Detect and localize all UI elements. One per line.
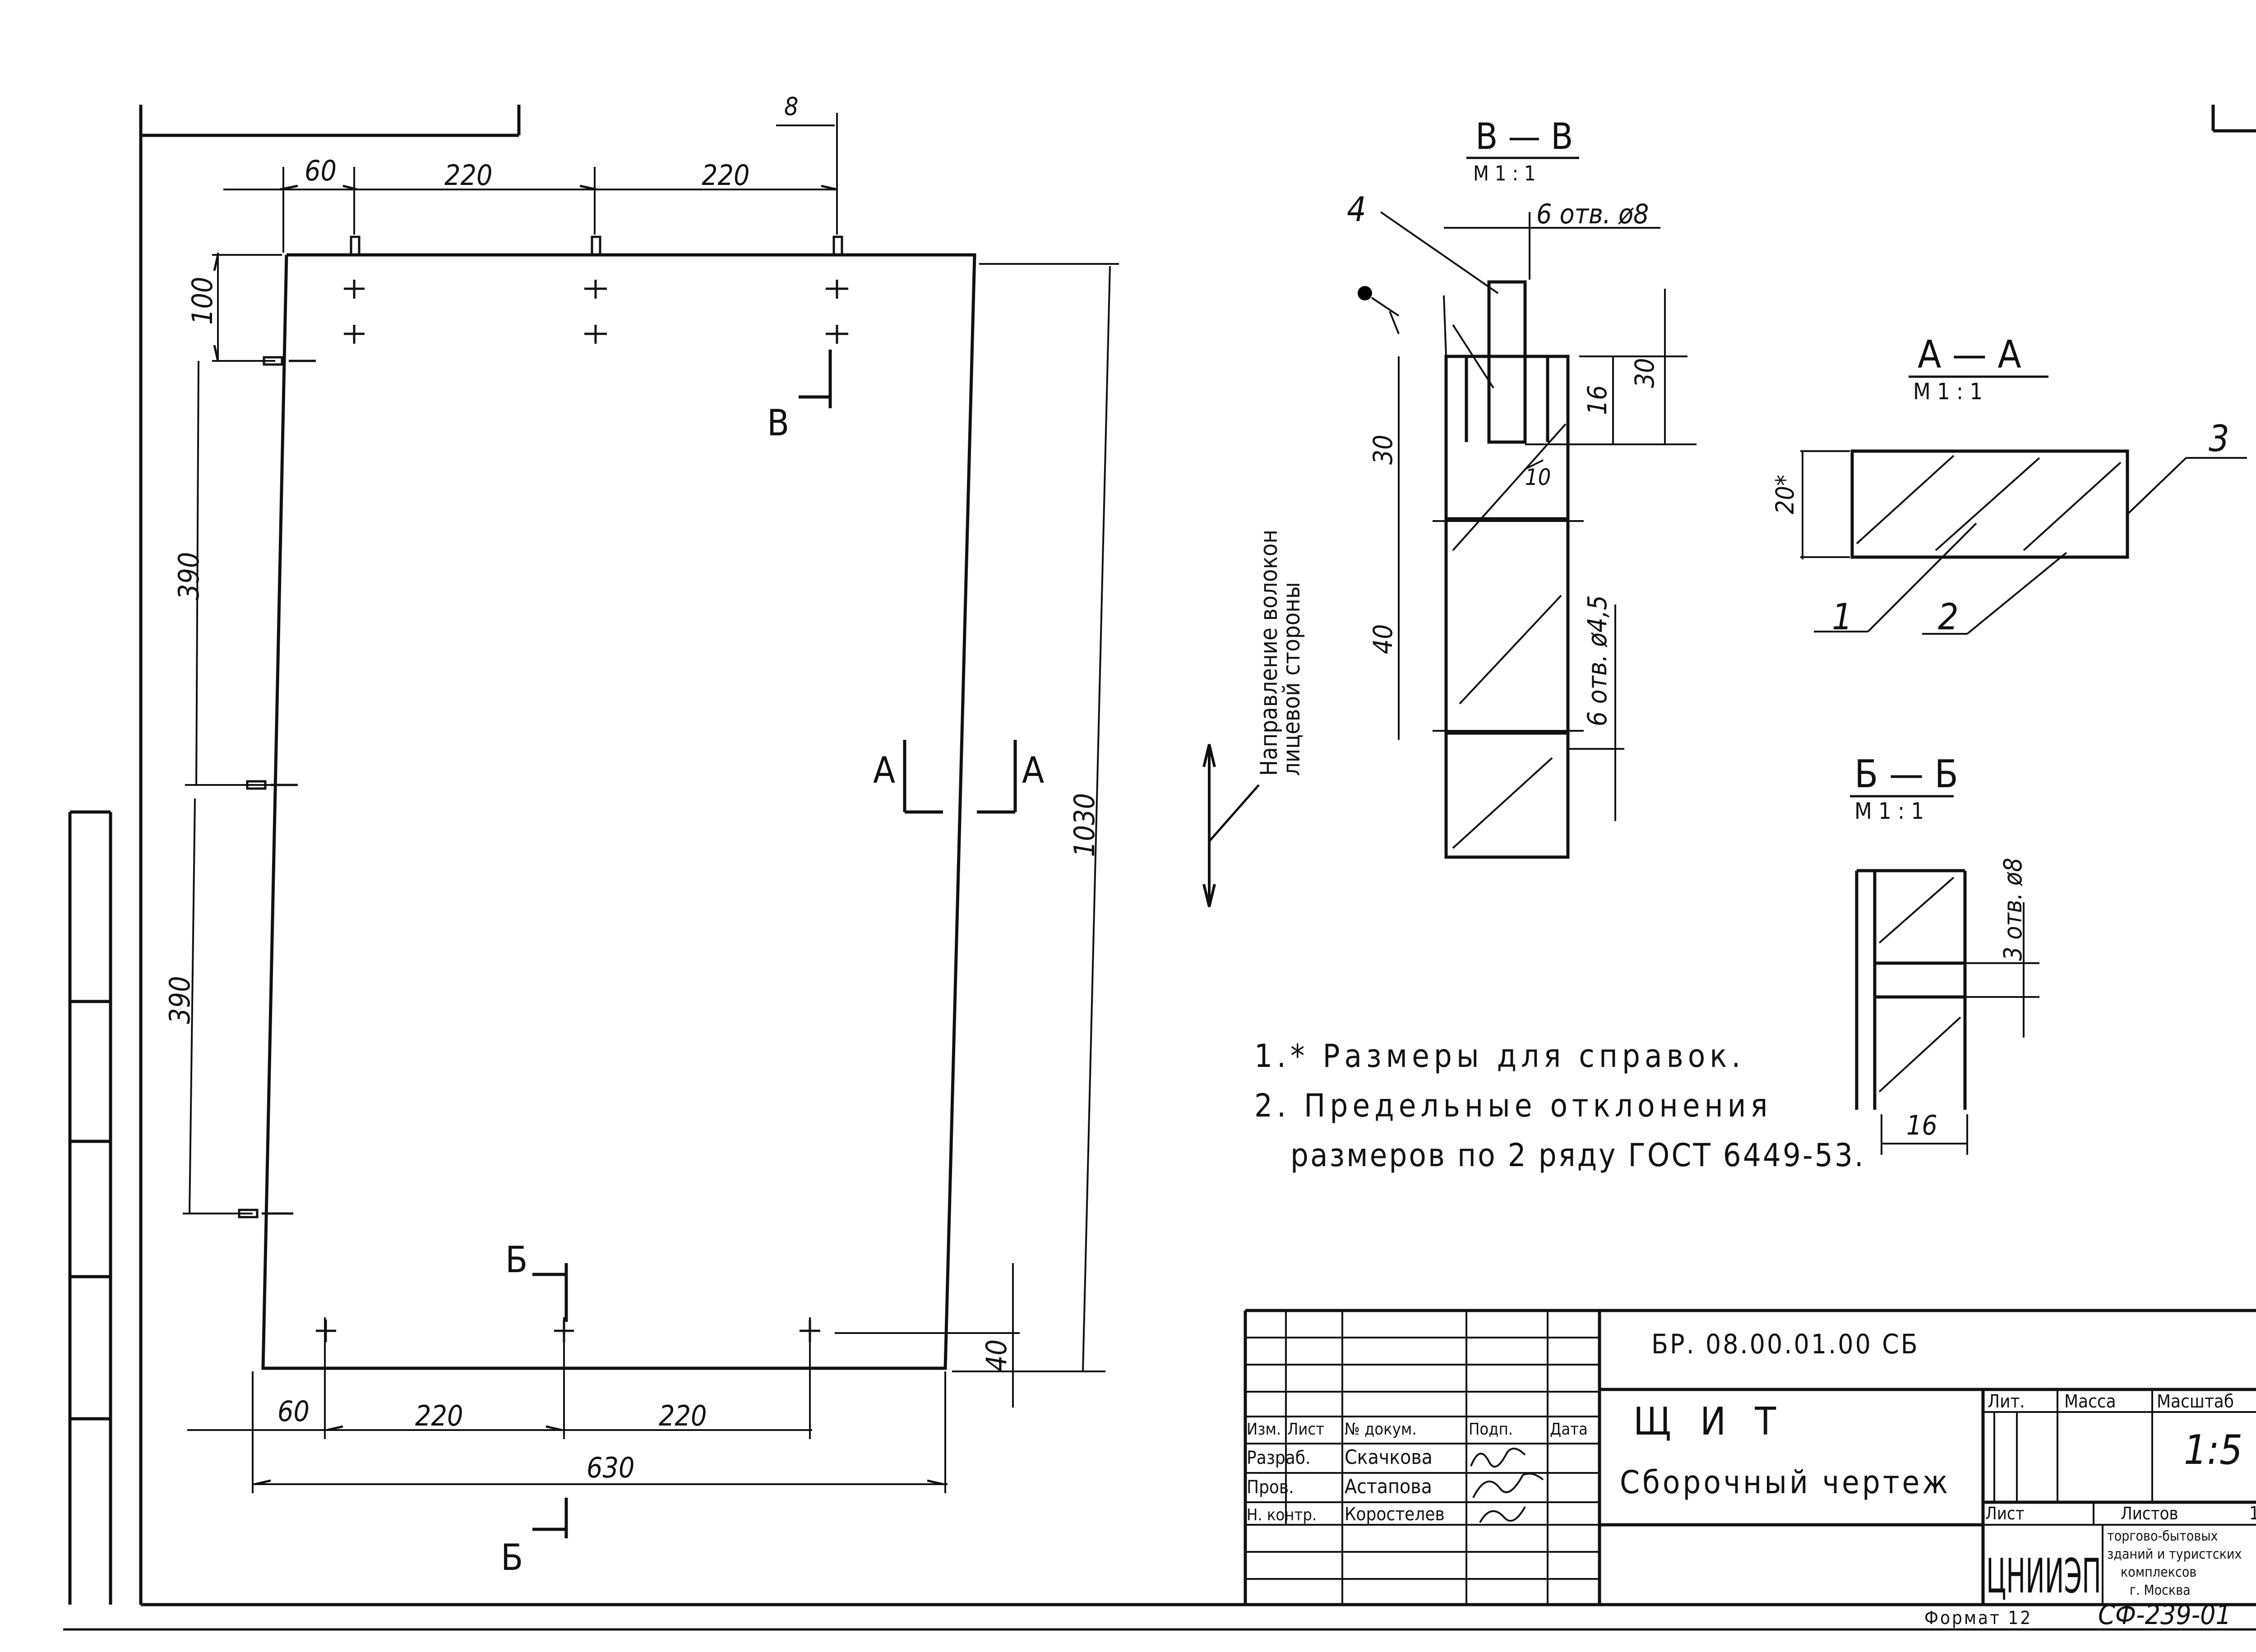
- sheet-frame: [63, 105, 2256, 1631]
- note-3: размеров по 2 ряду ГОСТ 6449-53.: [1290, 1137, 1865, 1174]
- section-mark-a-left: А: [873, 749, 895, 791]
- doc-code: БР. 08.00.01.00 СБ: [1651, 1329, 1919, 1360]
- title-block: БР. 08.00.01.00 СБ Щ И Т Сборочный черте…: [1244, 1309, 2256, 1631]
- signatures: [1470, 1448, 1544, 1523]
- section-bb-title: Б — Б: [1854, 752, 1958, 797]
- section-vv-holes: 6 отв. ø8: [1536, 198, 1649, 230]
- section-bb: Б — Б М 1 : 1 3 отв. ø8 16: [1850, 752, 2039, 1155]
- grain-direction-note: Направление волокон лицевой стороны: [1202, 530, 1305, 907]
- dim-top-220-a: 220: [444, 159, 492, 192]
- section-aa-dim-20: 20*: [1771, 475, 1799, 514]
- section-bb-holes: 3 отв. ø8: [1998, 858, 2027, 961]
- name-checker: Астапова: [1345, 1475, 1432, 1498]
- dim-width-630: 630: [587, 1451, 634, 1484]
- section-vv-scale: М 1 : 1: [1473, 162, 1536, 185]
- sheets-value: 1: [2249, 1503, 2256, 1524]
- role-developer: Разраб.: [1247, 1448, 1310, 1468]
- dim-bottom-220-a: 220: [415, 1399, 463, 1432]
- dim-top-220-b: 220: [702, 159, 749, 192]
- scale-label: Масштаб: [2157, 1391, 2234, 1412]
- panel-outline: [261, 253, 976, 1370]
- header-izm: Изм.: [1247, 1420, 1281, 1439]
- left-margin-strip: [68, 810, 112, 1605]
- name-norm-control: Коростелев: [1345, 1504, 1445, 1525]
- org-line-4: г. Москва: [2130, 1583, 2191, 1598]
- lit-label: Лит.: [1988, 1391, 2025, 1412]
- grain-note-line2: лицевой стороны: [1278, 582, 1305, 776]
- section-aa: А — А М 1 : 1 20* 1 2 3: [1771, 332, 2247, 638]
- section-vv: В — В М 1 : 1: [1347, 115, 1697, 859]
- dim-left-100: 100: [186, 277, 219, 325]
- org-line-3: комплексов: [2121, 1564, 2196, 1580]
- role-norm-control: Н. контр.: [1247, 1506, 1317, 1524]
- org-line-2: зданий и туристских: [2107, 1546, 2242, 1562]
- section-vv-holes2: 6 отв. ø4,5: [1582, 595, 1613, 726]
- dim-40: 40: [980, 1339, 1013, 1371]
- title: Щ И Т: [1633, 1399, 1785, 1444]
- grain-note-line1: Направление волокон: [1256, 530, 1283, 776]
- left-holes: [238, 356, 316, 1218]
- section-vv-title: В — В: [1475, 115, 1573, 157]
- dim-top-60: 60: [305, 154, 337, 187]
- section-bb-scale: М 1 : 1: [1854, 798, 1924, 824]
- dim-left-390-a: 390: [172, 552, 205, 600]
- section-mark-a-right: А: [1022, 749, 1044, 791]
- section-mark-b-top: Б: [505, 1239, 527, 1281]
- role-checker: Пров.: [1247, 1477, 1294, 1498]
- dim-height-1030: 1030: [1068, 793, 1101, 857]
- dim-bottom-220-b: 220: [659, 1399, 707, 1432]
- scale-value: 1:5: [2184, 1426, 2242, 1474]
- header-list: Лист: [1287, 1420, 1324, 1439]
- section-vv-dim-40: 40: [1368, 624, 1398, 654]
- section-aa-callout-3: 3: [2209, 418, 2229, 460]
- section-vv-dim-30-a: 30: [1629, 358, 1660, 388]
- section-vv-dim-30-b: 30: [1368, 435, 1398, 465]
- section-aa-callout-2: 2: [1938, 596, 1959, 638]
- sheet-code: СФ-239-01: [2098, 1599, 2231, 1631]
- section-mark-v: В: [767, 402, 789, 444]
- section-markers: [532, 350, 1017, 1538]
- section-bb-dim-16: 16: [1906, 1110, 1937, 1141]
- sheets-label: Листов: [2121, 1504, 2178, 1523]
- note-1: 1.* Размеры для справок.: [1254, 1038, 1745, 1075]
- sheet-label: Лист: [1985, 1504, 2025, 1523]
- section-vv-callout-4: 4: [1347, 189, 1366, 229]
- dim-bottom-60: 60: [277, 1395, 310, 1428]
- note-2: 2. Предельные отклонения: [1254, 1087, 1772, 1124]
- subtitle: Сборочный чертеж: [1620, 1464, 1951, 1501]
- notes: 1.* Размеры для справок. 2. Предельные о…: [1254, 1038, 1865, 1174]
- top-holes: [344, 235, 848, 344]
- dim-left-390-b: 390: [163, 976, 196, 1024]
- format-label: Формат 12: [1924, 1608, 2032, 1629]
- org-logo: ЦНИИЭП: [1986, 1549, 2101, 1604]
- front-view: 60 220 220 8 60 220 220 630 100 390 390 …: [163, 92, 1119, 1578]
- dim-top-partial: 8: [784, 92, 798, 121]
- bottom-holes: [316, 1320, 820, 1342]
- org-line-1: торгово-бытовых: [2107, 1528, 2218, 1544]
- header-sign: Подп.: [1469, 1420, 1513, 1439]
- section-aa-title: А — А: [1918, 332, 2021, 377]
- section-aa-scale: М 1 : 1: [1913, 378, 1983, 405]
- header-doc: № докум.: [1345, 1420, 1417, 1439]
- section-vv-dim-16: 16: [1582, 385, 1613, 415]
- section-mark-b-bottom: Б: [501, 1537, 523, 1578]
- name-developer: Скачкова: [1345, 1446, 1433, 1469]
- header-date: Дата: [1550, 1420, 1588, 1439]
- section-vv-dim-10: 10: [1525, 464, 1551, 490]
- mass-label: Масса: [2064, 1391, 2116, 1412]
- section-aa-callout-1: 1: [1832, 596, 1853, 638]
